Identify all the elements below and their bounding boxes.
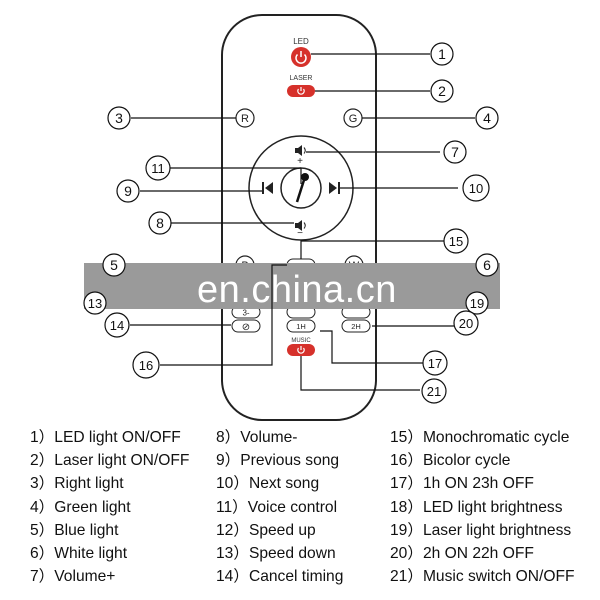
callout-19: 19	[465, 291, 489, 315]
watermark-band	[84, 263, 500, 309]
svg-text:4: 4	[483, 110, 491, 126]
svg-text:13: 13	[88, 296, 102, 311]
power-icon	[295, 51, 307, 64]
svg-text:8: 8	[156, 215, 164, 231]
power-icon	[297, 87, 305, 95]
legend-item: 5）Blue light	[30, 521, 119, 539]
green-light-button-label: G	[349, 113, 358, 125]
callout-1: 1	[430, 42, 454, 66]
svg-text:7: 7	[451, 144, 459, 160]
callout-15: 15	[443, 228, 469, 254]
legend-item: 19）Laser light brightness	[390, 521, 572, 539]
callout-17: 17	[422, 350, 448, 376]
svg-text:9: 9	[124, 183, 132, 199]
volume-down-icon[interactable]	[295, 220, 306, 231]
legend-item: 12）Speed up	[216, 521, 316, 539]
legend-item: 11）Voice control	[216, 498, 338, 516]
volume-up-icon[interactable]	[295, 145, 306, 156]
volume-plus-sign: +	[297, 156, 303, 167]
callout-10: 10	[462, 174, 490, 202]
right-light-button-label: R	[241, 113, 249, 125]
callout-20: 20	[453, 310, 479, 336]
svg-text:3: 3	[115, 110, 123, 126]
svg-text:16: 16	[139, 358, 153, 373]
watermark-text: en.china.cn	[197, 269, 397, 311]
svg-text:11: 11	[151, 161, 165, 176]
legend-column-2: 8）Volume- 9）Previous song 10）Next song 1…	[216, 426, 343, 588]
svg-text:17: 17	[428, 356, 442, 371]
callout-3: 3	[107, 106, 131, 130]
callout-5: 5	[102, 253, 126, 277]
legend-item: 4）Green light	[30, 498, 131, 516]
legend-item: 7）Volume+	[30, 568, 116, 586]
callout-13: 13	[83, 291, 107, 315]
callout-11: 11	[145, 155, 171, 181]
legend-item: 18）LED light brightness	[390, 498, 563, 516]
legend-item: 3）Right light	[30, 475, 124, 493]
legend-item: 17）1h ON 23h OFF	[390, 475, 534, 493]
legend-item: 20）2h ON 22h OFF	[390, 544, 534, 562]
function-legend: 1）LED light ON/OFF 2）Laser light ON/OFF …	[0, 426, 600, 600]
one-hour-timer-button-label: 1H	[296, 322, 306, 331]
cancel-timing-button[interactable]	[231, 319, 261, 333]
callout-14: 14	[104, 312, 130, 338]
legend-item: 10）Next song	[216, 475, 320, 493]
legend-item: 1）LED light ON/OFF	[30, 429, 181, 446]
legend-item: 13）Speed down	[216, 544, 336, 562]
two-hour-timer-button-label: 2H	[351, 322, 361, 331]
svg-text:15: 15	[449, 234, 463, 249]
volume-minus-sign: −	[297, 228, 303, 239]
music-label: MUSIC	[291, 338, 311, 344]
leader-lines	[130, 53, 475, 391]
callout-6: 6	[475, 253, 499, 277]
svg-text:6: 6	[483, 257, 491, 273]
power-icon	[297, 346, 305, 354]
svg-text:21: 21	[427, 384, 441, 399]
legend-item: 2）Laser light ON/OFF	[30, 452, 190, 470]
legend-item: 9）Previous song	[216, 452, 340, 470]
one-hour-timer-button[interactable]	[286, 319, 316, 333]
legend-item: 8）Volume-	[216, 429, 298, 446]
cancel-timing-icon: ⊘	[242, 322, 250, 333]
callout-4: 4	[475, 106, 499, 130]
legend-item: 21）Music switch ON/OFF	[390, 568, 575, 586]
callout-16: 16	[132, 351, 160, 379]
svg-text:14: 14	[110, 318, 124, 333]
next-song-icon[interactable]	[329, 182, 340, 194]
legend-column-1: 1）LED light ON/OFF 2）Laser light ON/OFF …	[30, 426, 189, 588]
callout-8: 8	[148, 211, 172, 235]
two-hour-timer-button[interactable]	[341, 319, 371, 333]
callout-9: 9	[116, 179, 140, 203]
legend-item: 14）Cancel timing	[216, 568, 344, 586]
led-label: LED	[293, 37, 309, 46]
svg-text:19: 19	[470, 296, 484, 311]
svg-text:2: 2	[438, 83, 446, 99]
legend-item: 15）Monochromatic cycle	[390, 429, 570, 446]
svg-text:20: 20	[459, 316, 473, 331]
svg-text:10: 10	[469, 181, 483, 196]
svg-text:1: 1	[438, 46, 446, 62]
callout-2: 2	[430, 79, 454, 103]
legend-item: 16）Bicolor cycle	[390, 452, 511, 470]
speed-down-button-label: 3-	[242, 309, 249, 318]
legend-item: 6）White light	[30, 544, 128, 562]
laser-label: LASER	[290, 75, 313, 82]
legend-column-3: 15）Monochromatic cycle 16）Bicolor cycle …	[390, 426, 575, 588]
callout-7: 7	[443, 140, 467, 164]
microphone-icon	[295, 173, 309, 203]
previous-song-icon[interactable]	[262, 182, 273, 194]
svg-text:5: 5	[110, 257, 118, 273]
callout-21: 21	[421, 378, 447, 404]
